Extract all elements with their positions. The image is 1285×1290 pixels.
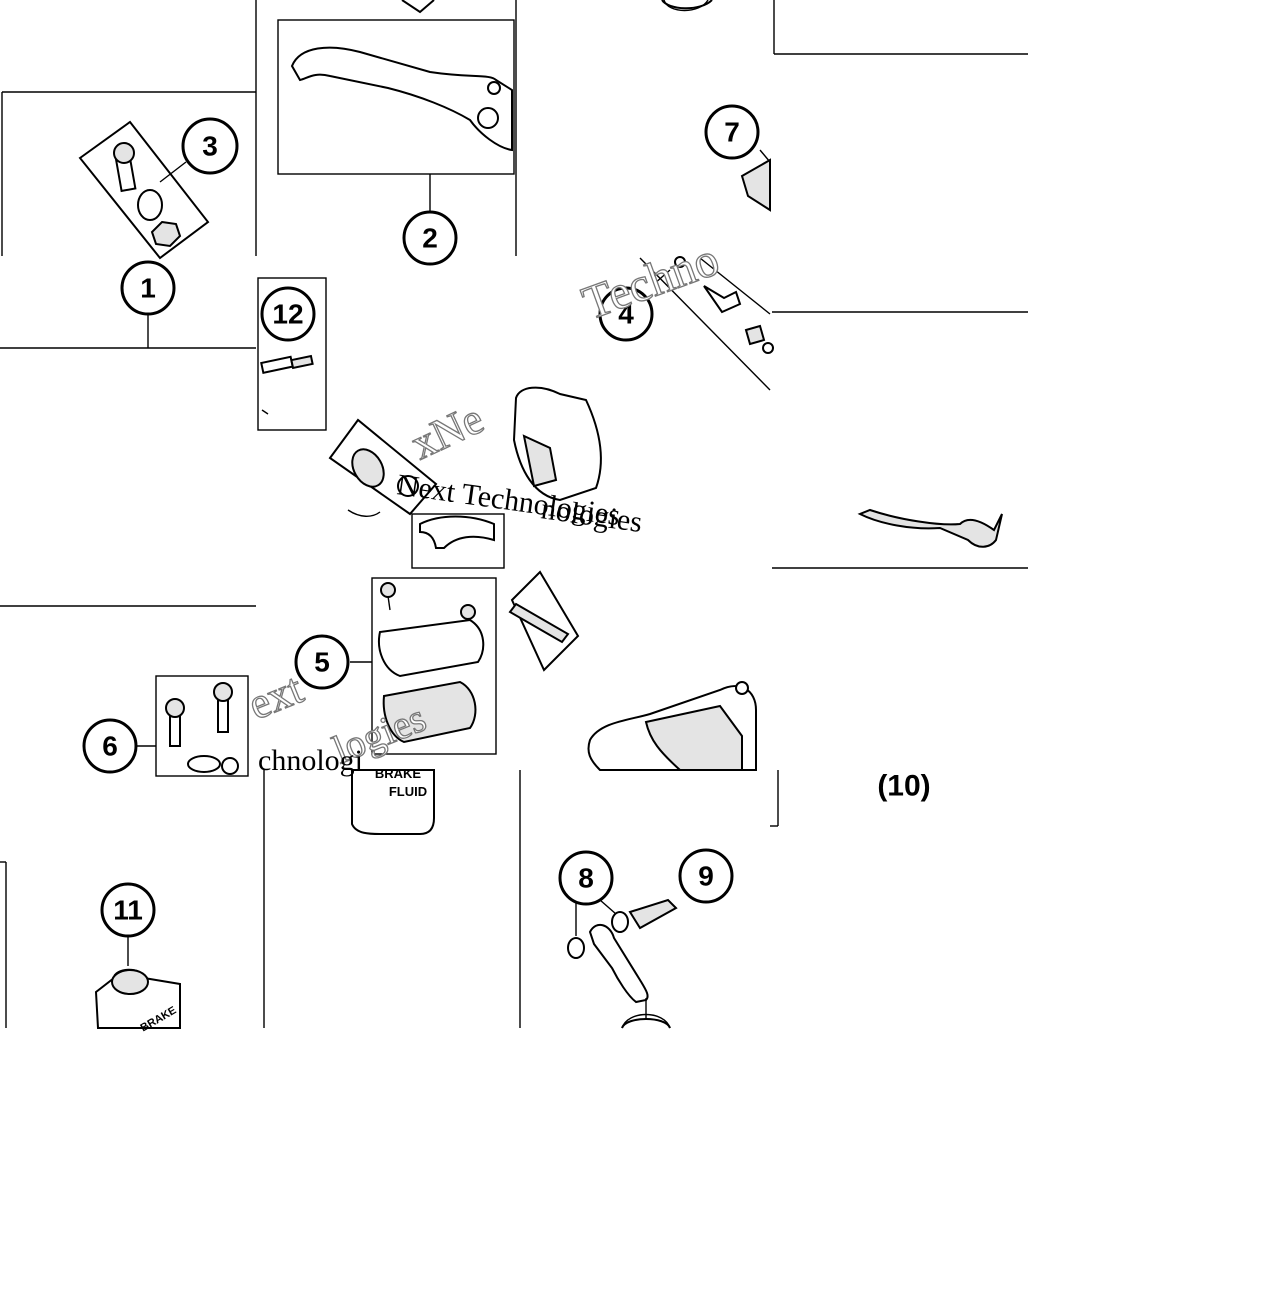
callout-3: 3 bbox=[181, 117, 239, 175]
svg-text:12: 12 bbox=[272, 299, 303, 330]
svg-text:4: 4 bbox=[618, 299, 634, 330]
tile-center bbox=[328, 256, 774, 569]
svg-text:11: 11 bbox=[113, 895, 143, 926]
tile-fluid-bottle: BRAKE FLUID bbox=[263, 766, 521, 1028]
svg-text:5: 5 bbox=[314, 647, 330, 678]
callout-11: 11 bbox=[100, 882, 156, 938]
svg-text:8: 8 bbox=[578, 863, 594, 894]
callout-6: 6 bbox=[82, 718, 138, 774]
svg-text:(10): (10) bbox=[877, 770, 930, 803]
svg-text:1: 1 bbox=[140, 273, 156, 304]
callout-7: 7 bbox=[704, 104, 760, 160]
svg-text:9: 9 bbox=[698, 861, 714, 892]
watermark-chnolog: chnologi bbox=[258, 744, 363, 777]
tile-cylinder-lower bbox=[587, 681, 779, 827]
callout-9: 9 bbox=[678, 848, 734, 904]
tile-middle-right bbox=[772, 311, 1028, 569]
fluid-label: FLUID bbox=[389, 784, 427, 799]
reservoir-cover bbox=[378, 618, 485, 678]
banjo-bolt bbox=[628, 898, 678, 930]
tile-bottle-11: BRAKE bbox=[0, 861, 181, 1034]
callout-2: 2 bbox=[402, 210, 458, 266]
tile-lower-left bbox=[0, 605, 256, 777]
bolt-kit-box bbox=[78, 120, 210, 260]
clutch-lever-part bbox=[290, 46, 513, 152]
reservoir-diaphragm bbox=[382, 680, 477, 744]
callout-4: 4 bbox=[598, 286, 654, 342]
tile-lever bbox=[277, 0, 517, 256]
svg-text:7: 7 bbox=[724, 117, 740, 148]
tile-banjo bbox=[567, 898, 678, 1029]
callout-10: (10) bbox=[877, 770, 930, 803]
callout-12: 12 bbox=[260, 286, 316, 342]
svg-text:3: 3 bbox=[202, 131, 218, 162]
tile-top-right bbox=[661, 0, 1028, 212]
tile-top-left bbox=[1, 0, 257, 260]
watermark-nologies: nologies bbox=[539, 492, 644, 539]
svg-text:2: 2 bbox=[422, 223, 438, 254]
callout-8: 8 bbox=[558, 850, 614, 906]
callout-1: 1 bbox=[120, 260, 176, 316]
callout-5: 5 bbox=[294, 634, 350, 690]
tile-cover-kit bbox=[350, 570, 580, 755]
svg-text:6: 6 bbox=[102, 731, 118, 762]
tile-middle-left bbox=[0, 277, 327, 431]
watermark-xne: xNe bbox=[404, 394, 491, 469]
brake-label-top: BRAKE bbox=[375, 766, 422, 781]
banjo-fitting bbox=[588, 923, 649, 1004]
